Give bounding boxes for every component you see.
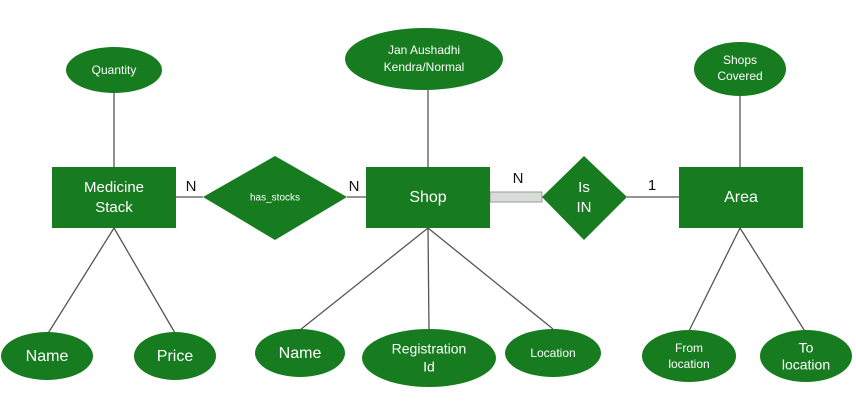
entity-shop: Shop	[366, 167, 490, 228]
cardinality-has-stocks-shop: N	[349, 178, 360, 195]
medicine-name-connector	[46, 227, 115, 336]
entity-label-line2: Stack	[95, 199, 133, 216]
relationship-label-line2: IN	[577, 199, 592, 216]
entity-box	[679, 167, 803, 228]
entity-box	[366, 167, 490, 228]
attribute-from-location: From location	[642, 330, 736, 382]
relationship-diamond	[203, 156, 347, 240]
attribute-ellipse	[345, 28, 503, 90]
cardinality-is-in-area: 1	[648, 177, 656, 194]
connectors	[46, 90, 807, 336]
to-location-connector	[739, 227, 807, 334]
attribute-label-line1: Shops	[723, 53, 757, 67]
attribute-label: Quantity	[92, 63, 137, 77]
attribute-label-line2: location	[782, 357, 830, 373]
attribute-ellipse	[255, 329, 345, 377]
attribute-label-line2: location	[668, 357, 709, 371]
entity-box	[52, 167, 176, 228]
attribute-label-line1: Registration	[392, 341, 467, 357]
attribute-ellipse	[134, 332, 216, 380]
attribute-ellipse	[694, 42, 786, 96]
entity-label-line1: Medicine	[84, 179, 144, 196]
attribute-quantity: Quantity	[66, 47, 162, 93]
attribute-ellipse	[66, 47, 162, 93]
shop-is-in-total-participation	[489, 191, 543, 203]
attribute-shop-name: Name	[255, 329, 345, 377]
attribute-label: Name	[279, 345, 322, 362]
entity-label: Area	[724, 189, 758, 206]
relationship-diamond	[542, 156, 627, 240]
attribute-label-line2: Covered	[717, 69, 762, 83]
attribute-label: Location	[530, 346, 575, 360]
attribute-ellipse	[642, 330, 736, 382]
cardinality-shop-is-in: N	[513, 170, 524, 187]
attribute-label-line2: Kendra/Normal	[384, 60, 465, 74]
from-location-connector	[687, 227, 741, 334]
attribute-label-line1: Jan Aushadhi	[388, 43, 460, 57]
attribute-label-line2: Id	[423, 359, 435, 375]
attribute-ellipse	[760, 330, 852, 382]
attribute-price: Price	[134, 332, 216, 380]
attribute-jan-aushadhi: Jan Aushadhi Kendra/Normal	[345, 28, 503, 90]
relationship-label-line1: Is	[578, 179, 590, 196]
entity-medicine-stack: Medicine Stack	[52, 167, 176, 228]
attribute-label-line1: From	[675, 341, 703, 355]
attribute-label-line1: To	[799, 340, 814, 356]
attribute-registration-id: Registration Id	[362, 329, 496, 387]
attribute-ellipse	[505, 329, 601, 377]
location-connector	[427, 227, 554, 330]
relationship-has-stocks: has_stocks	[203, 156, 347, 240]
relationship-is-in: Is IN	[542, 156, 627, 240]
attribute-to-location: To location	[760, 330, 852, 382]
cardinality-medicine-has-stocks: N	[186, 178, 197, 195]
attribute-location: Location	[505, 329, 601, 377]
shop-name-connector	[299, 227, 429, 331]
attribute-label: Price	[157, 348, 194, 365]
relationship-label: has_stocks	[250, 193, 300, 204]
attribute-label: Name	[26, 348, 69, 365]
attribute-shops-covered: Shops Covered	[694, 42, 786, 96]
entity-label: Shop	[409, 189, 446, 206]
price-connector	[113, 227, 176, 334]
attribute-medicine-name: Name	[1, 332, 93, 380]
attribute-ellipse	[1, 332, 93, 380]
attribute-ellipse	[362, 329, 496, 387]
registration-id-connector	[427, 227, 430, 333]
entity-area: Area	[679, 167, 803, 228]
